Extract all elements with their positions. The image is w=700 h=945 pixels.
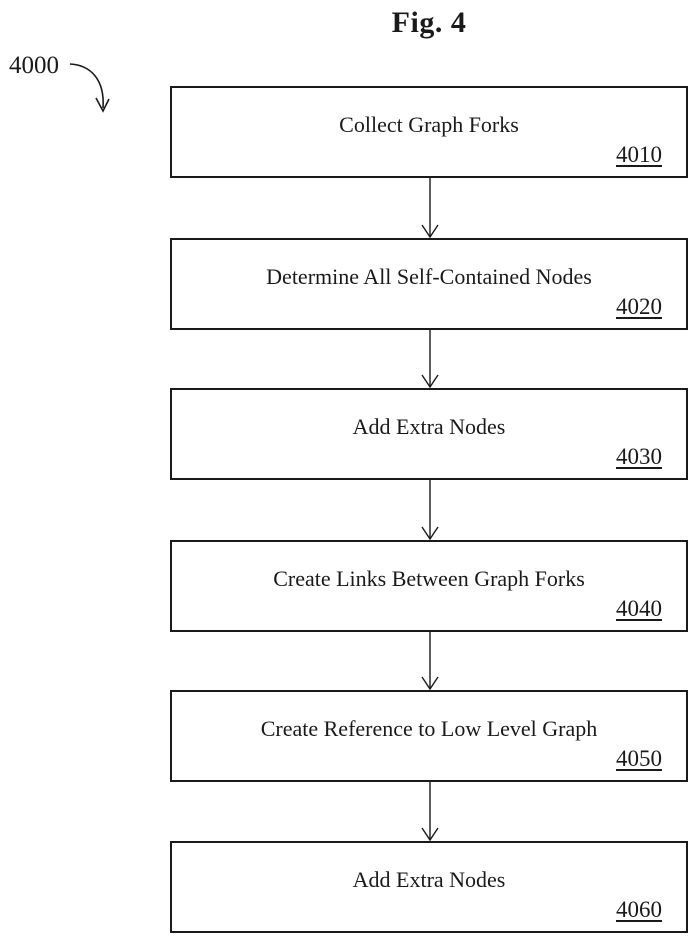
curved-leader-arrow: [69, 63, 110, 113]
flow-connector-arrow-3: [421, 480, 439, 540]
flow-connector-arrow-1: [421, 178, 439, 238]
step-label: Create Reference to Low Level Graph: [260, 716, 598, 741]
step-label: Determine All Self-Contained Nodes: [266, 264, 592, 289]
step-label: Add Extra Nodes: [352, 867, 506, 892]
step-reference-number: 4020: [616, 294, 662, 319]
step-box-determine-self-contained-nodes: Determine All Self-Contained Nodes 4020: [170, 238, 688, 330]
step-reference-number: 4010: [616, 142, 662, 167]
step-label: Add Extra Nodes: [352, 414, 506, 439]
step-reference-number: 4040: [616, 596, 662, 621]
step-reference-number: 4030: [616, 444, 662, 469]
flow-connector-arrow-2: [421, 330, 439, 388]
step-box-add-extra-nodes-1: Add Extra Nodes 4030: [170, 388, 688, 480]
step-box-create-links-between-graph-forks: Create Links Between Graph Forks 4040: [170, 540, 688, 632]
step-label: Collect Graph Forks: [339, 112, 519, 137]
step-box-add-extra-nodes-2: Add Extra Nodes 4060: [170, 841, 688, 933]
flow-connector-arrow-4: [421, 632, 439, 690]
diagram-reference-number: 4000: [9, 52, 59, 79]
step-reference-number: 4060: [616, 897, 662, 922]
step-label: Create Links Between Graph Forks: [273, 566, 585, 591]
figure-title: Fig. 4: [391, 6, 467, 39]
flow-connector-arrow-5: [421, 782, 439, 841]
step-box-collect-graph-forks: Collect Graph Forks 4010: [170, 86, 688, 178]
step-reference-number: 4050: [616, 746, 662, 771]
step-box-create-reference-to-low-level-graph: Create Reference to Low Level Graph 4050: [170, 690, 688, 782]
